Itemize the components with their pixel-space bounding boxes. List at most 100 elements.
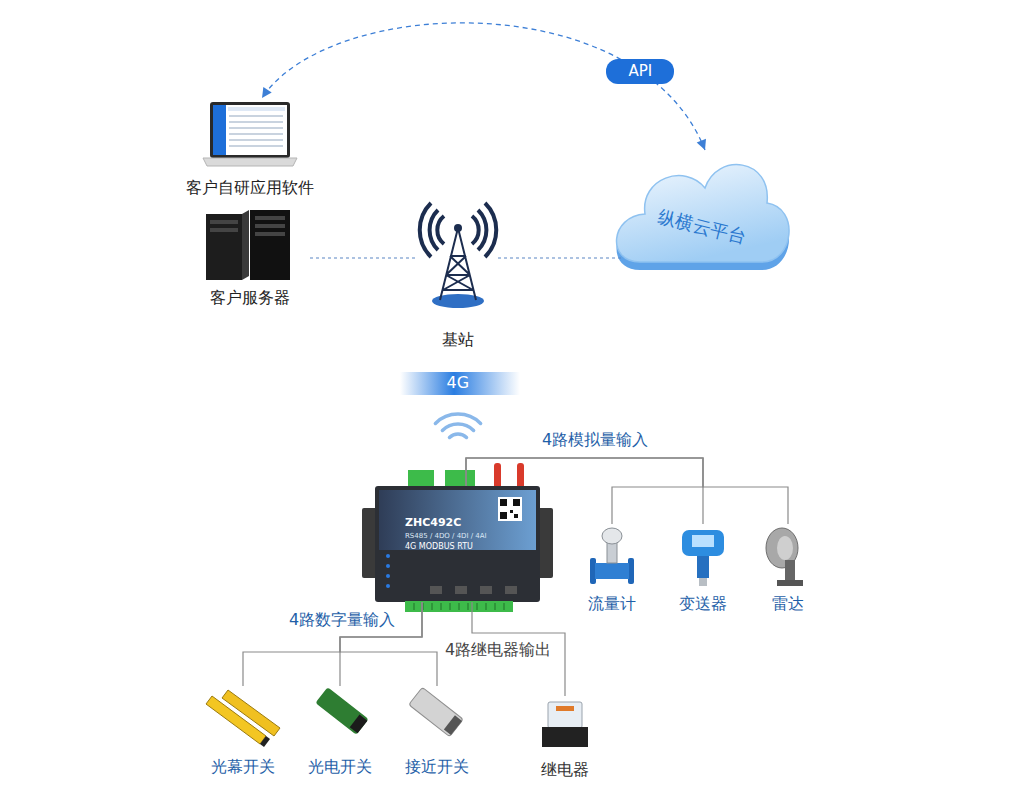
relay-node: 继电器	[530, 696, 600, 780]
flowmeter-icon-part	[602, 528, 622, 544]
cloud-shape-part	[617, 165, 790, 262]
connector	[466, 458, 703, 524]
connector	[310, 257, 418, 258]
proximity-icon-part	[409, 687, 464, 736]
laptop-icon-part	[213, 105, 226, 155]
rtu-device-part	[500, 512, 507, 519]
light-curtain-icon	[206, 690, 280, 747]
base-station-icon-part	[437, 216, 444, 244]
server-icon	[206, 210, 290, 280]
rtu-device-part	[375, 486, 540, 602]
rtu-device-part	[480, 586, 492, 594]
app-software-node: 客户自研应用软件	[170, 98, 330, 198]
arrow-head	[262, 87, 272, 98]
laptop-icon-part	[210, 102, 290, 158]
transmitter-node: 变送器	[668, 524, 738, 616]
radar-icon-part	[777, 536, 793, 560]
edge-label: API	[606, 59, 674, 84]
transmitter-icon-part	[682, 530, 724, 556]
node-label: 流量计	[588, 594, 636, 614]
laptop-icon-part	[228, 107, 285, 111]
proximity-icon-part	[444, 715, 462, 735]
light-curtain-icon-part	[260, 736, 270, 747]
proximity-node: 接近开关	[397, 686, 477, 778]
relay-icon-part	[548, 702, 582, 728]
rtu-device-part	[455, 586, 467, 594]
rtu-device-part	[386, 584, 390, 588]
base-station-icon-part	[432, 294, 484, 308]
node-label: 4G MODBUS RTU	[405, 542, 473, 552]
laptop-icon-part	[229, 139, 283, 141]
node-label: ZHC492C	[405, 516, 461, 530]
connector	[243, 602, 422, 686]
base-station-icon-part	[478, 210, 486, 250]
wifi-symbol-part	[442, 424, 473, 430]
relay-icon	[542, 702, 588, 747]
rtu-device-part	[494, 463, 501, 489]
node-label: 雷达	[772, 594, 804, 614]
rtu-device-part	[500, 499, 507, 506]
wifi-symbol-part	[450, 434, 467, 438]
rtu-device-part	[414, 603, 504, 610]
server-icon-part	[250, 210, 290, 280]
flowmeter-icon	[590, 528, 634, 584]
transmitter-icon-part	[692, 535, 714, 547]
laptop-icon-part	[229, 133, 283, 135]
wifi-symbol-part	[435, 414, 480, 423]
node-label: 变送器	[679, 594, 727, 614]
transmitter-icon-part	[697, 556, 709, 578]
server-node: 客户服务器	[190, 208, 310, 308]
photoelectric-node: 光电开关	[300, 686, 380, 778]
laptop-icon	[203, 102, 297, 166]
laptop-icon-part	[203, 158, 297, 166]
transmitter-icon	[682, 530, 724, 586]
base-station-icon-part	[485, 203, 496, 257]
node-label: 接近开关	[405, 757, 469, 777]
server-icon-part	[206, 214, 242, 280]
photoelectric-icon	[315, 687, 368, 735]
base-station-icon-part	[440, 228, 476, 300]
rtu-device-part	[386, 554, 390, 558]
base-station-icon	[420, 203, 497, 308]
radar-icon-part	[777, 580, 803, 586]
flowmeter-node: 流量计	[577, 524, 647, 616]
rtu-device-part	[379, 490, 536, 550]
laptop-icon-part	[229, 121, 283, 123]
rtu-device-part	[408, 470, 434, 486]
radar-icon	[766, 528, 803, 586]
base-station-node: 基站	[418, 208, 498, 352]
server-icon-part	[242, 210, 249, 280]
rtu-device-part	[510, 510, 513, 513]
photoelectric-icon-part	[350, 715, 368, 734]
rtu-device-node: ZHC492CRS485 / 4DO / 4DI / 4AI4G MODBUS …	[375, 486, 540, 602]
laptop-icon-part	[229, 145, 283, 147]
photoelectric-icon-part	[315, 687, 368, 735]
relay-icon-part	[556, 706, 574, 711]
rtu-device-part	[405, 601, 513, 612]
bus-label: 4路继电器输出	[445, 640, 551, 660]
laptop-icon-part	[213, 105, 287, 155]
base-station-icon-part	[454, 224, 462, 232]
network-label: 4G	[447, 373, 470, 393]
light-curtain-node: 光幕开关	[203, 686, 283, 778]
base-station-icon-part	[420, 203, 431, 257]
transmitter-icon-part	[699, 578, 707, 586]
server-icon-part	[210, 220, 238, 224]
laptop-icon-part	[229, 127, 283, 129]
server-icon-part	[210, 228, 238, 232]
rtu-device-part	[445, 470, 475, 486]
rtu-device-part	[498, 497, 522, 521]
connector	[498, 257, 622, 258]
proximity-icon	[409, 687, 464, 736]
server-icon-part	[255, 232, 285, 236]
connector	[466, 458, 788, 524]
cloud-platform-node: 纵横云平台	[622, 150, 782, 280]
bus-label: 4路模拟量输入	[542, 430, 648, 450]
rtu-device-part	[505, 586, 517, 594]
4g-band	[400, 372, 520, 395]
connector	[466, 458, 703, 524]
cloud-shape	[617, 165, 790, 270]
node-label: 纵横云平台	[656, 205, 749, 249]
